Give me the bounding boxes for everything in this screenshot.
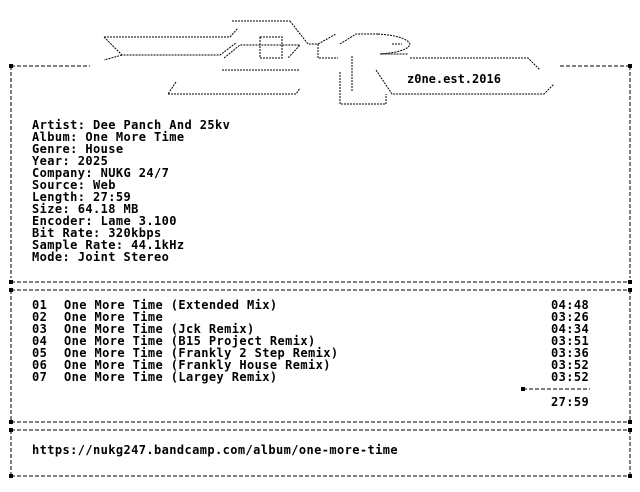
info-size: Size: 64.18 MB xyxy=(32,202,139,216)
track-number: 06 xyxy=(32,358,48,372)
track-number: 03 xyxy=(32,322,48,336)
info-company: Company: NUKG 24/7 xyxy=(32,166,170,180)
track-title: One More Time (Frankly House Remix) xyxy=(64,358,331,372)
info-artist: Artist: Dee Panch And 25kv xyxy=(32,118,231,132)
track-time: 03:52 xyxy=(551,370,590,384)
info-album: Album: One More Time xyxy=(32,130,185,144)
track-time: 04:34 xyxy=(551,322,590,336)
track-time: 04:48 xyxy=(551,298,590,312)
track-title: One More Time (Frankly 2 Step Remix) xyxy=(64,346,339,360)
track-time: 03:36 xyxy=(551,346,590,360)
info-genre: Genre: House xyxy=(32,142,124,156)
track-number: 05 xyxy=(32,346,48,360)
info-bitrate: Bit Rate: 320kbps xyxy=(32,226,162,240)
info-length: Length: 27:59 xyxy=(32,190,132,204)
logo-tagline: z0ne.est.2016 xyxy=(407,72,501,86)
info-encoder: Encoder: Lame 3.100 xyxy=(32,214,177,228)
track-number: 07 xyxy=(32,370,48,384)
track-title: One More Time (Largey Remix) xyxy=(64,370,278,384)
album-url[interactable]: https://nukg247.bandcamp.com/album/one-m… xyxy=(32,443,398,457)
info-source: Source: Web xyxy=(32,178,116,192)
z0ne-logo xyxy=(103,20,555,105)
info-samplerate: Sample Rate: 44.1kHz xyxy=(32,238,185,252)
info-year: Year: 2025 xyxy=(32,154,109,168)
total-time: 27:59 xyxy=(551,395,590,409)
track-title: One More Time (Jck Remix) xyxy=(64,322,255,336)
track-number: 02 xyxy=(32,310,48,324)
track-number: 04 xyxy=(32,334,48,348)
track-title: One More Time (B15 Project Remix) xyxy=(64,334,316,348)
track-time: 03:52 xyxy=(551,358,590,372)
track-time: 03:26 xyxy=(551,310,590,324)
track-number: 01 xyxy=(32,298,48,312)
track-title: One More Time (Extended Mix) xyxy=(64,298,278,312)
track-title: One More Time xyxy=(64,310,164,324)
track-time: 03:51 xyxy=(551,334,590,348)
info-mode: Mode: Joint Stereo xyxy=(32,250,170,264)
